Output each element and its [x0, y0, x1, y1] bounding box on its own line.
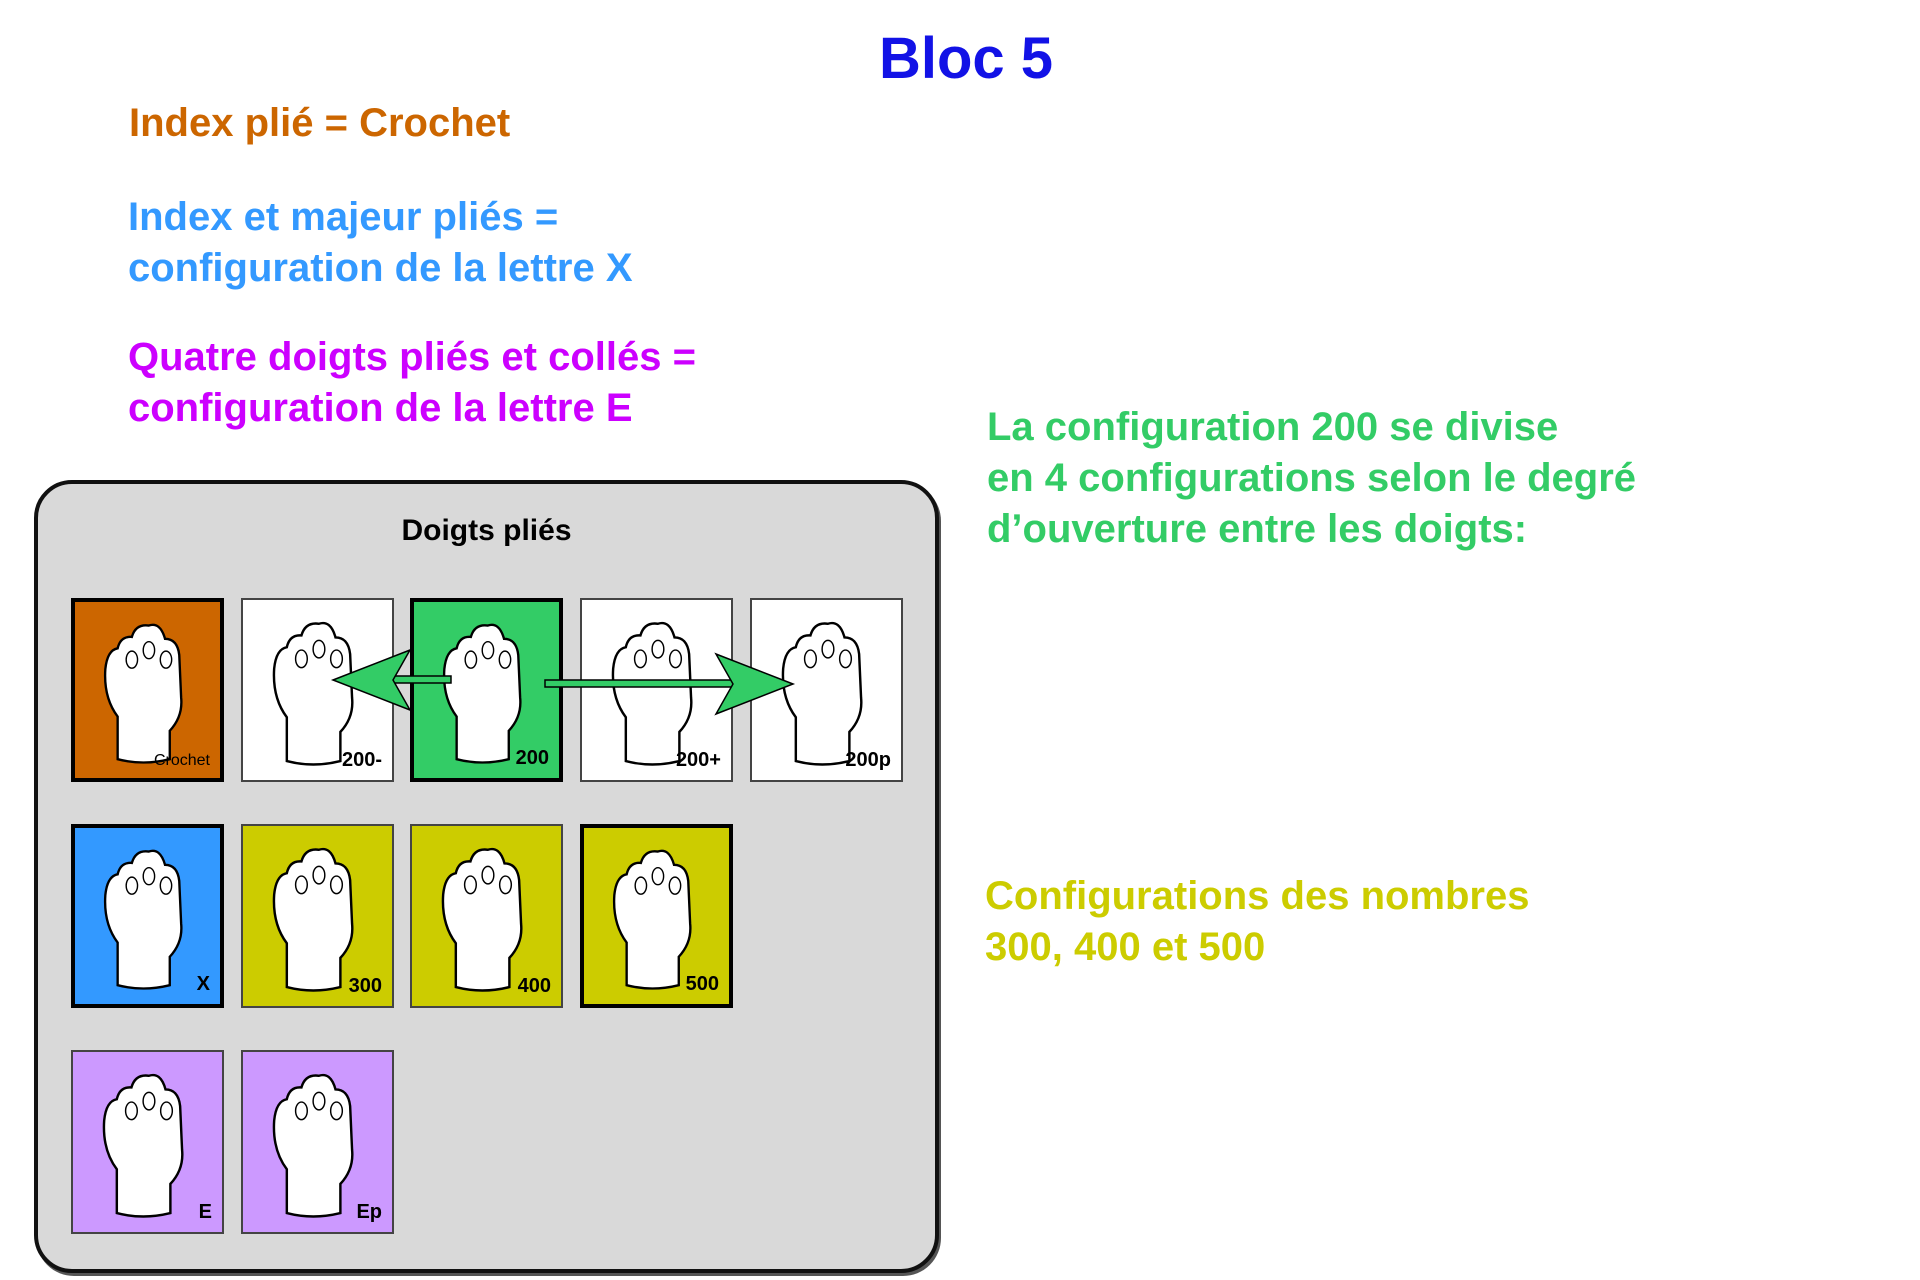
card-label: 200	[515, 747, 549, 769]
handshape-card: X	[71, 824, 224, 1008]
panel-title: Doigts pliés	[401, 514, 572, 547]
note-crochet: Index plié = Crochet	[129, 101, 511, 145]
hand-e-icon	[102, 1073, 184, 1218]
hand-200p-icon	[781, 621, 863, 766]
note-200-line2: en 4 configurations selon le degré	[987, 456, 1637, 500]
hand-200-icon	[442, 623, 522, 764]
card-label: Crochet	[153, 752, 210, 769]
note-x-line2: configuration de la lettre X	[128, 246, 633, 290]
note-numbers-line1: Configurations des nombres	[985, 874, 1530, 918]
handshape-card: 200p	[750, 598, 903, 782]
handshape-card: 200+	[580, 598, 733, 782]
card-label: 500	[685, 973, 719, 995]
handshape-card: 200	[410, 598, 563, 782]
note-e-line1: Quatre doigts pliés et collés =	[128, 335, 696, 379]
card-label: 400	[517, 975, 551, 997]
hand-500-icon	[612, 849, 692, 990]
hand-400-icon	[441, 847, 523, 992]
hand-crochet-icon	[103, 623, 183, 764]
handshape-card: 200-	[241, 598, 394, 782]
note-numbers-line2: 300, 400 et 500	[985, 925, 1266, 969]
card-label: 300	[348, 975, 382, 997]
note-200-line1: La configuration 200 se divise	[987, 405, 1559, 449]
page-title: Bloc 5	[878, 26, 1054, 91]
handshape-card: Crochet	[71, 598, 224, 782]
card-label: X	[196, 973, 210, 995]
hand-x-icon	[103, 849, 183, 990]
handshape-card: E	[71, 1050, 224, 1234]
hand-ep-icon	[272, 1073, 354, 1218]
handshape-card: 300	[241, 824, 394, 1008]
handshape-card: Ep	[241, 1050, 394, 1234]
card-label: 200p	[845, 749, 891, 771]
note-200-line3: d’ouverture entre les doigts:	[987, 507, 1528, 551]
card-label: E	[198, 1201, 212, 1223]
card-label: 200+	[675, 749, 721, 771]
card-label: 200-	[341, 749, 382, 771]
note-x-line1: Index et majeur pliés =	[128, 195, 559, 239]
handshape-card: 400	[410, 824, 563, 1008]
card-label: Ep	[356, 1201, 382, 1223]
note-e-line2: configuration de la lettre E	[128, 386, 633, 430]
handshape-card: 500	[580, 824, 733, 1008]
hand-200-plus-icon	[611, 621, 693, 766]
hand-300-icon	[272, 847, 354, 992]
